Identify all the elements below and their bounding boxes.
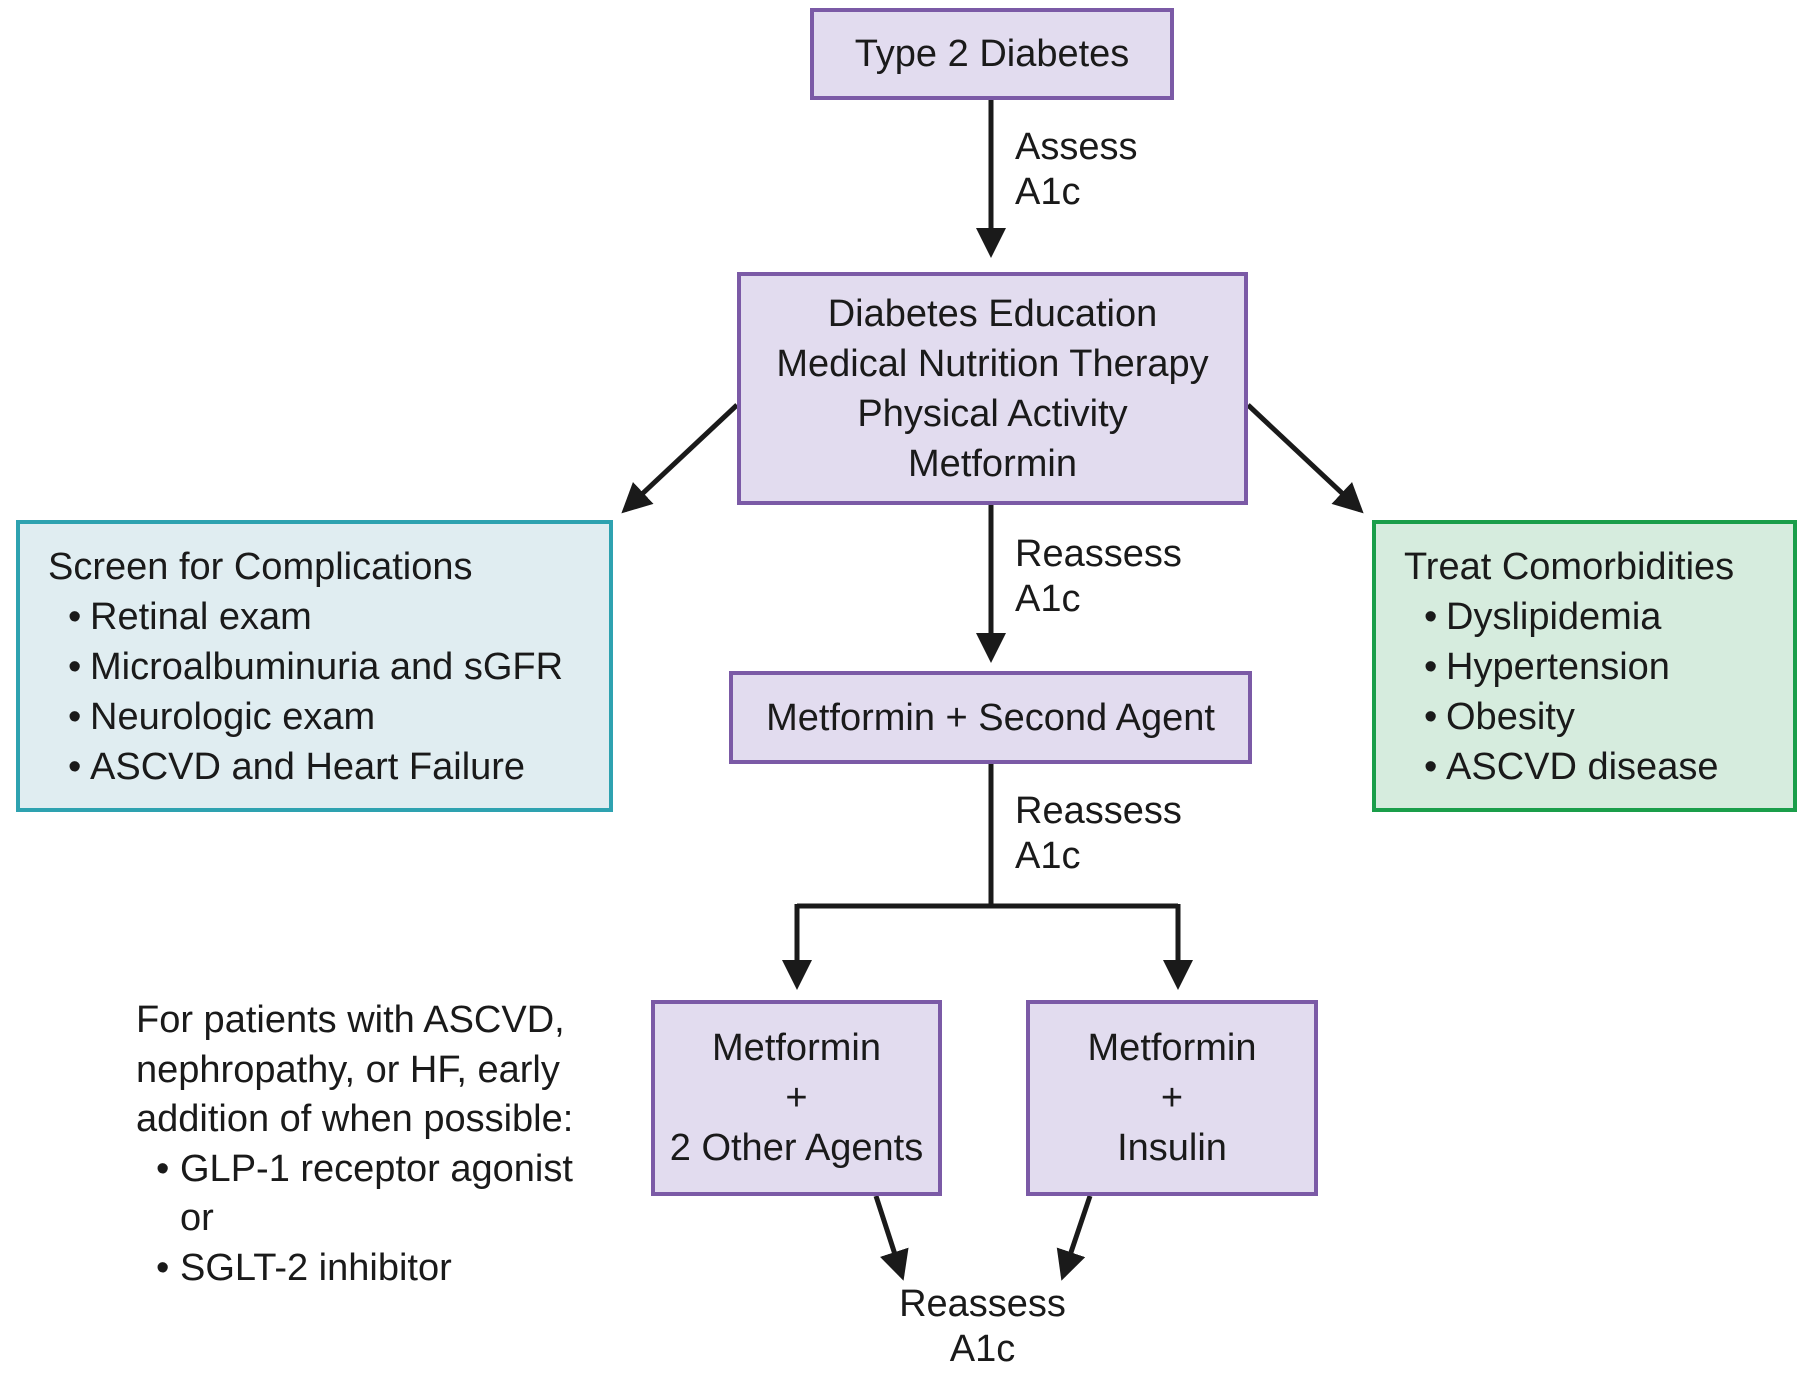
type2-diabetes-label: Type 2 Diabetes (854, 33, 1130, 75)
comorbid-item: Dyslipidemia (1404, 592, 1793, 642)
note-item: GLP-1 receptor agonist (136, 1145, 573, 1195)
comorbid-title: Treat Comorbidities (1404, 546, 1735, 588)
second-agent-node: Metformin + Second Agent (729, 671, 1252, 764)
two-agents-line: + (785, 1077, 808, 1119)
arrow-lifestyle-to-screen (621, 403, 739, 514)
insulin-node: Metformin + Insulin (1026, 1000, 1318, 1196)
screen-item: Retinal exam (48, 592, 609, 642)
comorbid-item: Obesity (1404, 692, 1793, 742)
type2-diabetes-node: Type 2 Diabetes (810, 8, 1174, 100)
reassess-a1c-label: Reassess A1c (1015, 790, 1182, 877)
note-line: nephropathy, or HF, early (136, 1048, 560, 1091)
note-or: or (180, 1197, 214, 1239)
two-other-agents-node: Metformin + 2 Other Agents (651, 1000, 942, 1196)
lifestyle-line: Metformin (908, 442, 1077, 485)
note-line: addition of when possible: (136, 1098, 574, 1140)
lifestyle-line: Diabetes Education (827, 292, 1158, 335)
screen-item: Neurologic exam (48, 692, 609, 742)
lifestyle-line: Medical Nutrition Therapy (776, 342, 1209, 385)
lifestyle-metformin-node: Diabetes Education Medical Nutrition The… (737, 272, 1248, 505)
assess-a1c-label: Assess A1c (1015, 126, 1138, 213)
arrow-two-agents-to-reassess (873, 1195, 909, 1281)
ascvd-note: For patients with ASCVD, nephropathy, or… (136, 996, 573, 1293)
two-agents-line: 2 Other Agents (669, 1127, 924, 1169)
arrow-lifestyle-to-comorbid (1246, 403, 1364, 514)
screen-complications-node: Screen for Complications Retinal exam Mi… (16, 520, 613, 812)
arrow-second-agent-split (797, 764, 1178, 909)
reassess-a1c-final-label: Reassess A1c (899, 1283, 1066, 1370)
screen-title: Screen for Complications (48, 546, 473, 588)
screen-item: Microalbuminuria and sGFR (48, 642, 609, 692)
insulin-line: + (1160, 1077, 1184, 1119)
screen-item: ASCVD and Heart Failure (48, 742, 609, 792)
comorbid-item: Hypertension (1404, 642, 1793, 692)
reassess-a1c-label: Reassess A1c (1015, 533, 1182, 620)
arrow-insulin-to-reassess (1056, 1195, 1093, 1281)
two-agents-line: Metformin (712, 1027, 881, 1069)
treat-comorbidities-node: Treat Comorbidities Dyslipidemia Hyperte… (1372, 520, 1797, 812)
insulin-line: Insulin (1117, 1127, 1227, 1169)
second-agent-label: Metformin + Second Agent (766, 696, 1215, 739)
note-line: For patients with ASCVD, (136, 999, 565, 1041)
lifestyle-line: Physical Activity (857, 392, 1128, 435)
note-item: SGLT-2 inhibitor (136, 1244, 573, 1294)
comorbid-item: ASCVD disease (1404, 742, 1793, 792)
insulin-line: Metformin (1087, 1027, 1257, 1069)
